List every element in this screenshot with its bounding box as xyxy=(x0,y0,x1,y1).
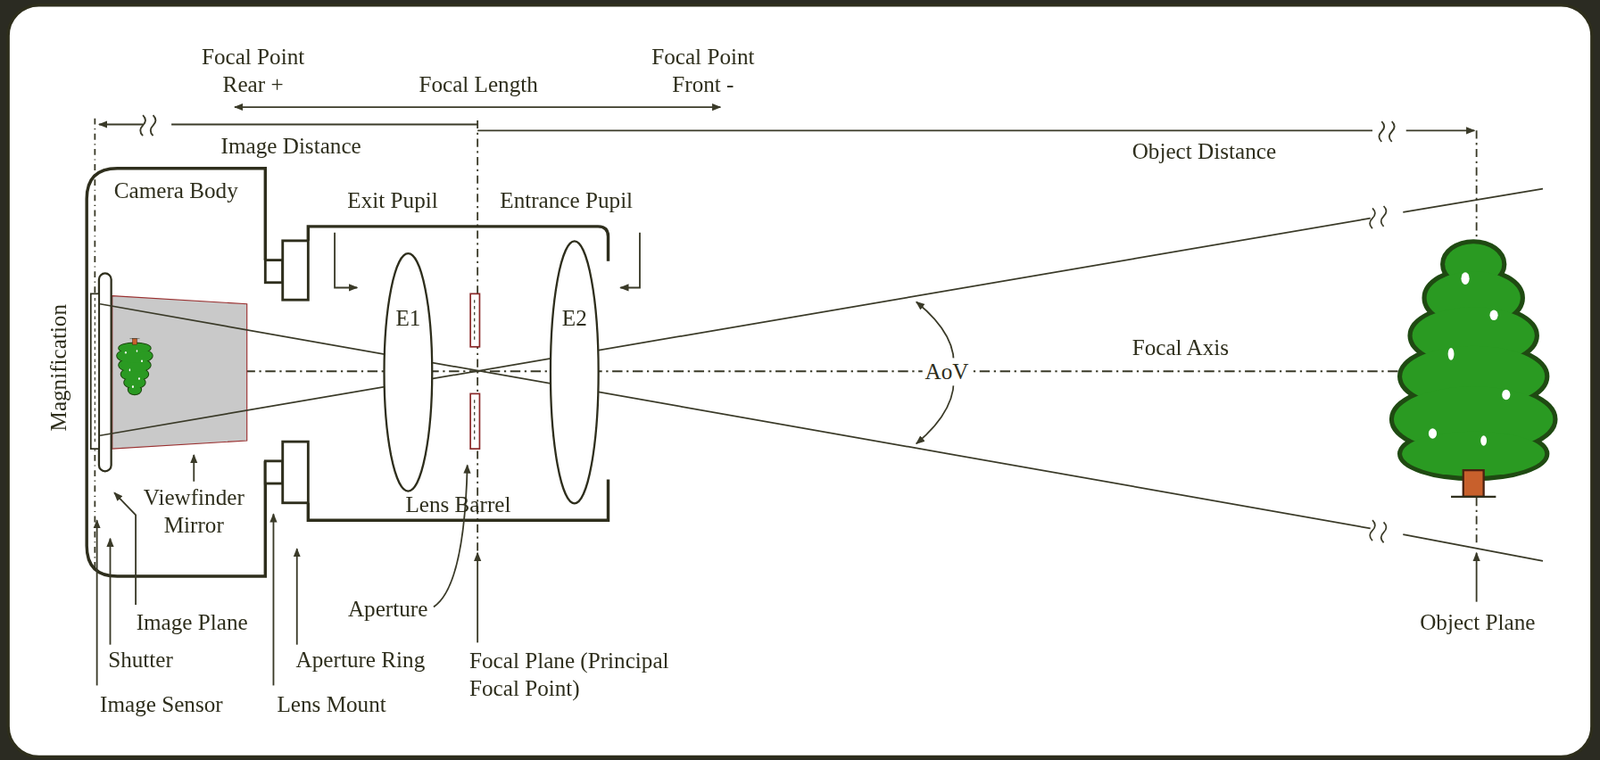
part-label: Exit Pupil xyxy=(347,186,438,215)
part-label: Focal Plane (Principal Focal Point) xyxy=(469,646,720,703)
part-label: Viewfinder Mirror xyxy=(132,483,256,539)
lens-element: E2 xyxy=(548,240,600,506)
part-label: Entrance Pupil xyxy=(499,186,633,215)
lens-barrel-label: Lens Barrel xyxy=(307,490,608,519)
part-label: Image Plane xyxy=(136,607,249,636)
dimension-label: Focal Length xyxy=(418,69,538,98)
lens-element-outline xyxy=(382,251,434,493)
lens-element: E1 xyxy=(382,251,434,493)
part-label: Lens Mount xyxy=(276,690,386,719)
angle-label: AoV xyxy=(921,357,972,386)
part-label: Aperture xyxy=(348,594,428,622)
axis-label: Magnification xyxy=(44,303,73,432)
lens-barrel: Lens Barrel E1 E2 xyxy=(307,226,608,521)
lens-element-label: E1 xyxy=(382,304,434,332)
part-label: Aperture Ring xyxy=(296,645,426,673)
camera-body-label: Camera Body xyxy=(86,176,266,205)
lens-element-outline xyxy=(548,240,600,506)
lens-element-label: E2 xyxy=(548,304,600,332)
part-label: Shutter xyxy=(107,645,174,673)
axis-label: Focal Axis xyxy=(1132,332,1229,361)
dimension-label: Object Distance xyxy=(1132,137,1277,166)
part-label: Image Sensor xyxy=(99,690,224,719)
focal-point-front: Focal Point Front - xyxy=(637,42,771,99)
dimension-label: Image Distance xyxy=(221,131,362,159)
part-label: Object Plane xyxy=(1419,607,1535,636)
focal-point-rear: Focal Point Rear + xyxy=(186,42,320,99)
